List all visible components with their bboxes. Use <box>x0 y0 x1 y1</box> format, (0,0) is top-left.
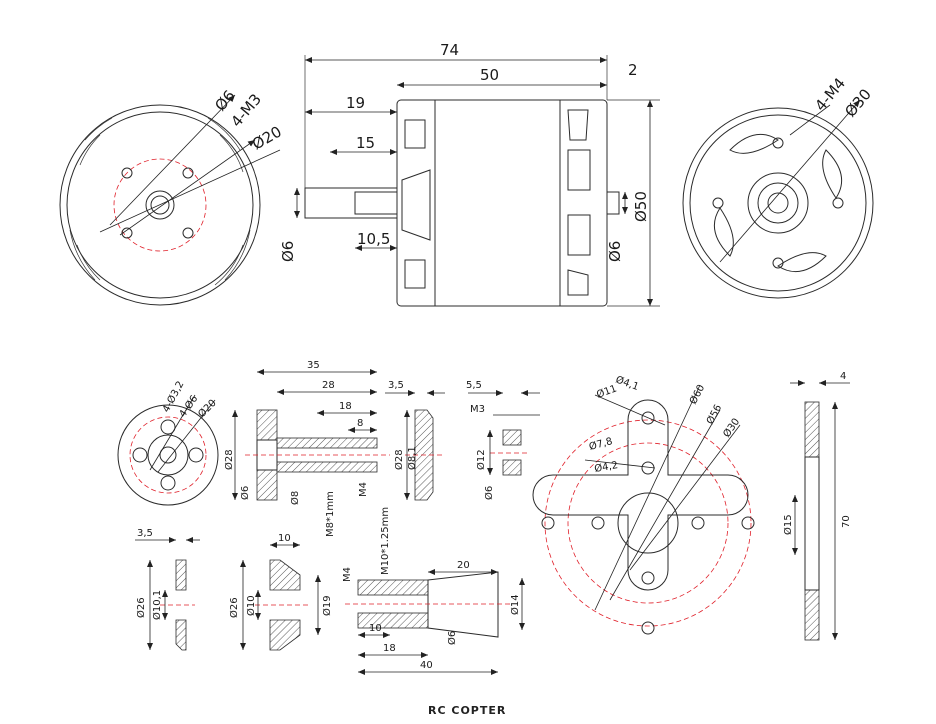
label-m4-adapter: M4 <box>358 482 369 497</box>
cross-mount: Ø11 Ø4,1 Ø60 Ø56 Ø30 Ø7,8 Ø4,2 <box>532 374 755 635</box>
long-adapter: M4 M10*1.25mm 20 Ø14 10 Ø6 18 40 <box>342 507 525 675</box>
label-10-long: 10 <box>369 623 382 634</box>
label-20: 20 <box>457 560 470 571</box>
label-d12: Ø12 <box>475 449 487 470</box>
label-19: 19 <box>346 94 365 112</box>
adapter-front-view: 4-Ø3,2 4-Ø6 Ø20 <box>117 379 219 506</box>
label-d4-2: Ø4,2 <box>593 459 619 475</box>
label-28: 28 <box>322 380 335 391</box>
label-d7-8: Ø7,8 <box>588 435 614 453</box>
motor-front-view: Ø6 4-M3 Ø20 <box>59 87 285 306</box>
label-d20-front: Ø20 <box>249 122 285 153</box>
cross-side: 4 70 Ø15 <box>782 371 852 641</box>
label-3-5-a: 3,5 <box>388 380 404 391</box>
cone: 10 Ø26 Ø10 Ø19 <box>228 533 333 651</box>
collar: 5,5 M3 Ø12 Ø6 <box>466 380 540 500</box>
label-m3-collar: M3 <box>470 404 485 415</box>
label-d26-washer: Ø26 <box>135 597 147 618</box>
motor-rear-view: 4-M4 Ø30 <box>682 74 875 299</box>
label-10-5: 10,5 <box>357 230 390 248</box>
label-d6-long: Ø6 <box>446 631 458 645</box>
label-shaft-d6-rear: Ø6 <box>606 241 624 262</box>
label-d19: Ø19 <box>321 595 333 616</box>
label-d14: Ø14 <box>509 594 521 615</box>
label-d8-1: Ø8,1 <box>406 446 418 470</box>
label-50: 50 <box>480 66 499 84</box>
label-shaft-d6: Ø6 <box>279 241 297 262</box>
label-5-5: 5,5 <box>466 380 482 391</box>
label-d56: Ø56 <box>704 403 724 427</box>
label-15: 15 <box>356 134 375 152</box>
label-d6-collar: Ø6 <box>483 486 495 500</box>
label-18-long: 18 <box>383 643 396 654</box>
label-4-cross: 4 <box>840 371 846 382</box>
front-slots <box>69 117 251 286</box>
label-40: 40 <box>420 660 433 671</box>
adapter-section: 35 28 18 8 Ø28 Ø6 Ø8 M8*1mm M4 <box>223 360 390 537</box>
label-2: 2 <box>628 61 638 79</box>
label-d50: Ø50 <box>632 191 650 222</box>
motor-side-view: 74 50 2 19 15 10,5 Ø6 Ø6 Ø50 <box>279 41 660 307</box>
label-d28-washer: Ø28 <box>393 449 405 470</box>
label-d10-1: Ø10,1 <box>151 590 163 620</box>
label-d28-adapter: Ø28 <box>223 449 235 470</box>
logo: RC COPTER <box>428 704 506 717</box>
label-d4-1: Ø4,1 <box>614 374 640 393</box>
label-74: 74 <box>440 41 459 59</box>
label-18: 18 <box>339 401 352 412</box>
label-8: 8 <box>357 418 363 429</box>
label-d26-cone: Ø26 <box>228 597 240 618</box>
label-m10: M10*1.25mm <box>380 507 391 575</box>
logo-text: RC COPTER <box>428 704 506 717</box>
label-m8: M8*1mm <box>325 491 336 537</box>
label-3-5-b: 3,5 <box>137 528 153 539</box>
label-d30-cross: Ø30 <box>721 416 743 440</box>
label-d8-adapter: Ø8 <box>289 491 301 505</box>
label-d60: Ø60 <box>687 383 707 407</box>
label-d15: Ø15 <box>782 514 794 535</box>
label-70: 70 <box>841 515 852 528</box>
label-10-cone: 10 <box>278 533 291 544</box>
label-d6-adapter: Ø6 <box>239 486 251 500</box>
label-d10-cone: Ø10 <box>245 595 257 616</box>
washer-b: 3,5 Ø26 Ø10,1 <box>135 528 200 651</box>
label-d11: Ø11 <box>595 382 618 400</box>
washer-a: 3,5 Ø28 Ø8,1 <box>385 380 445 501</box>
label-35: 35 <box>307 360 320 371</box>
label-m4-long: M4 <box>342 567 353 582</box>
